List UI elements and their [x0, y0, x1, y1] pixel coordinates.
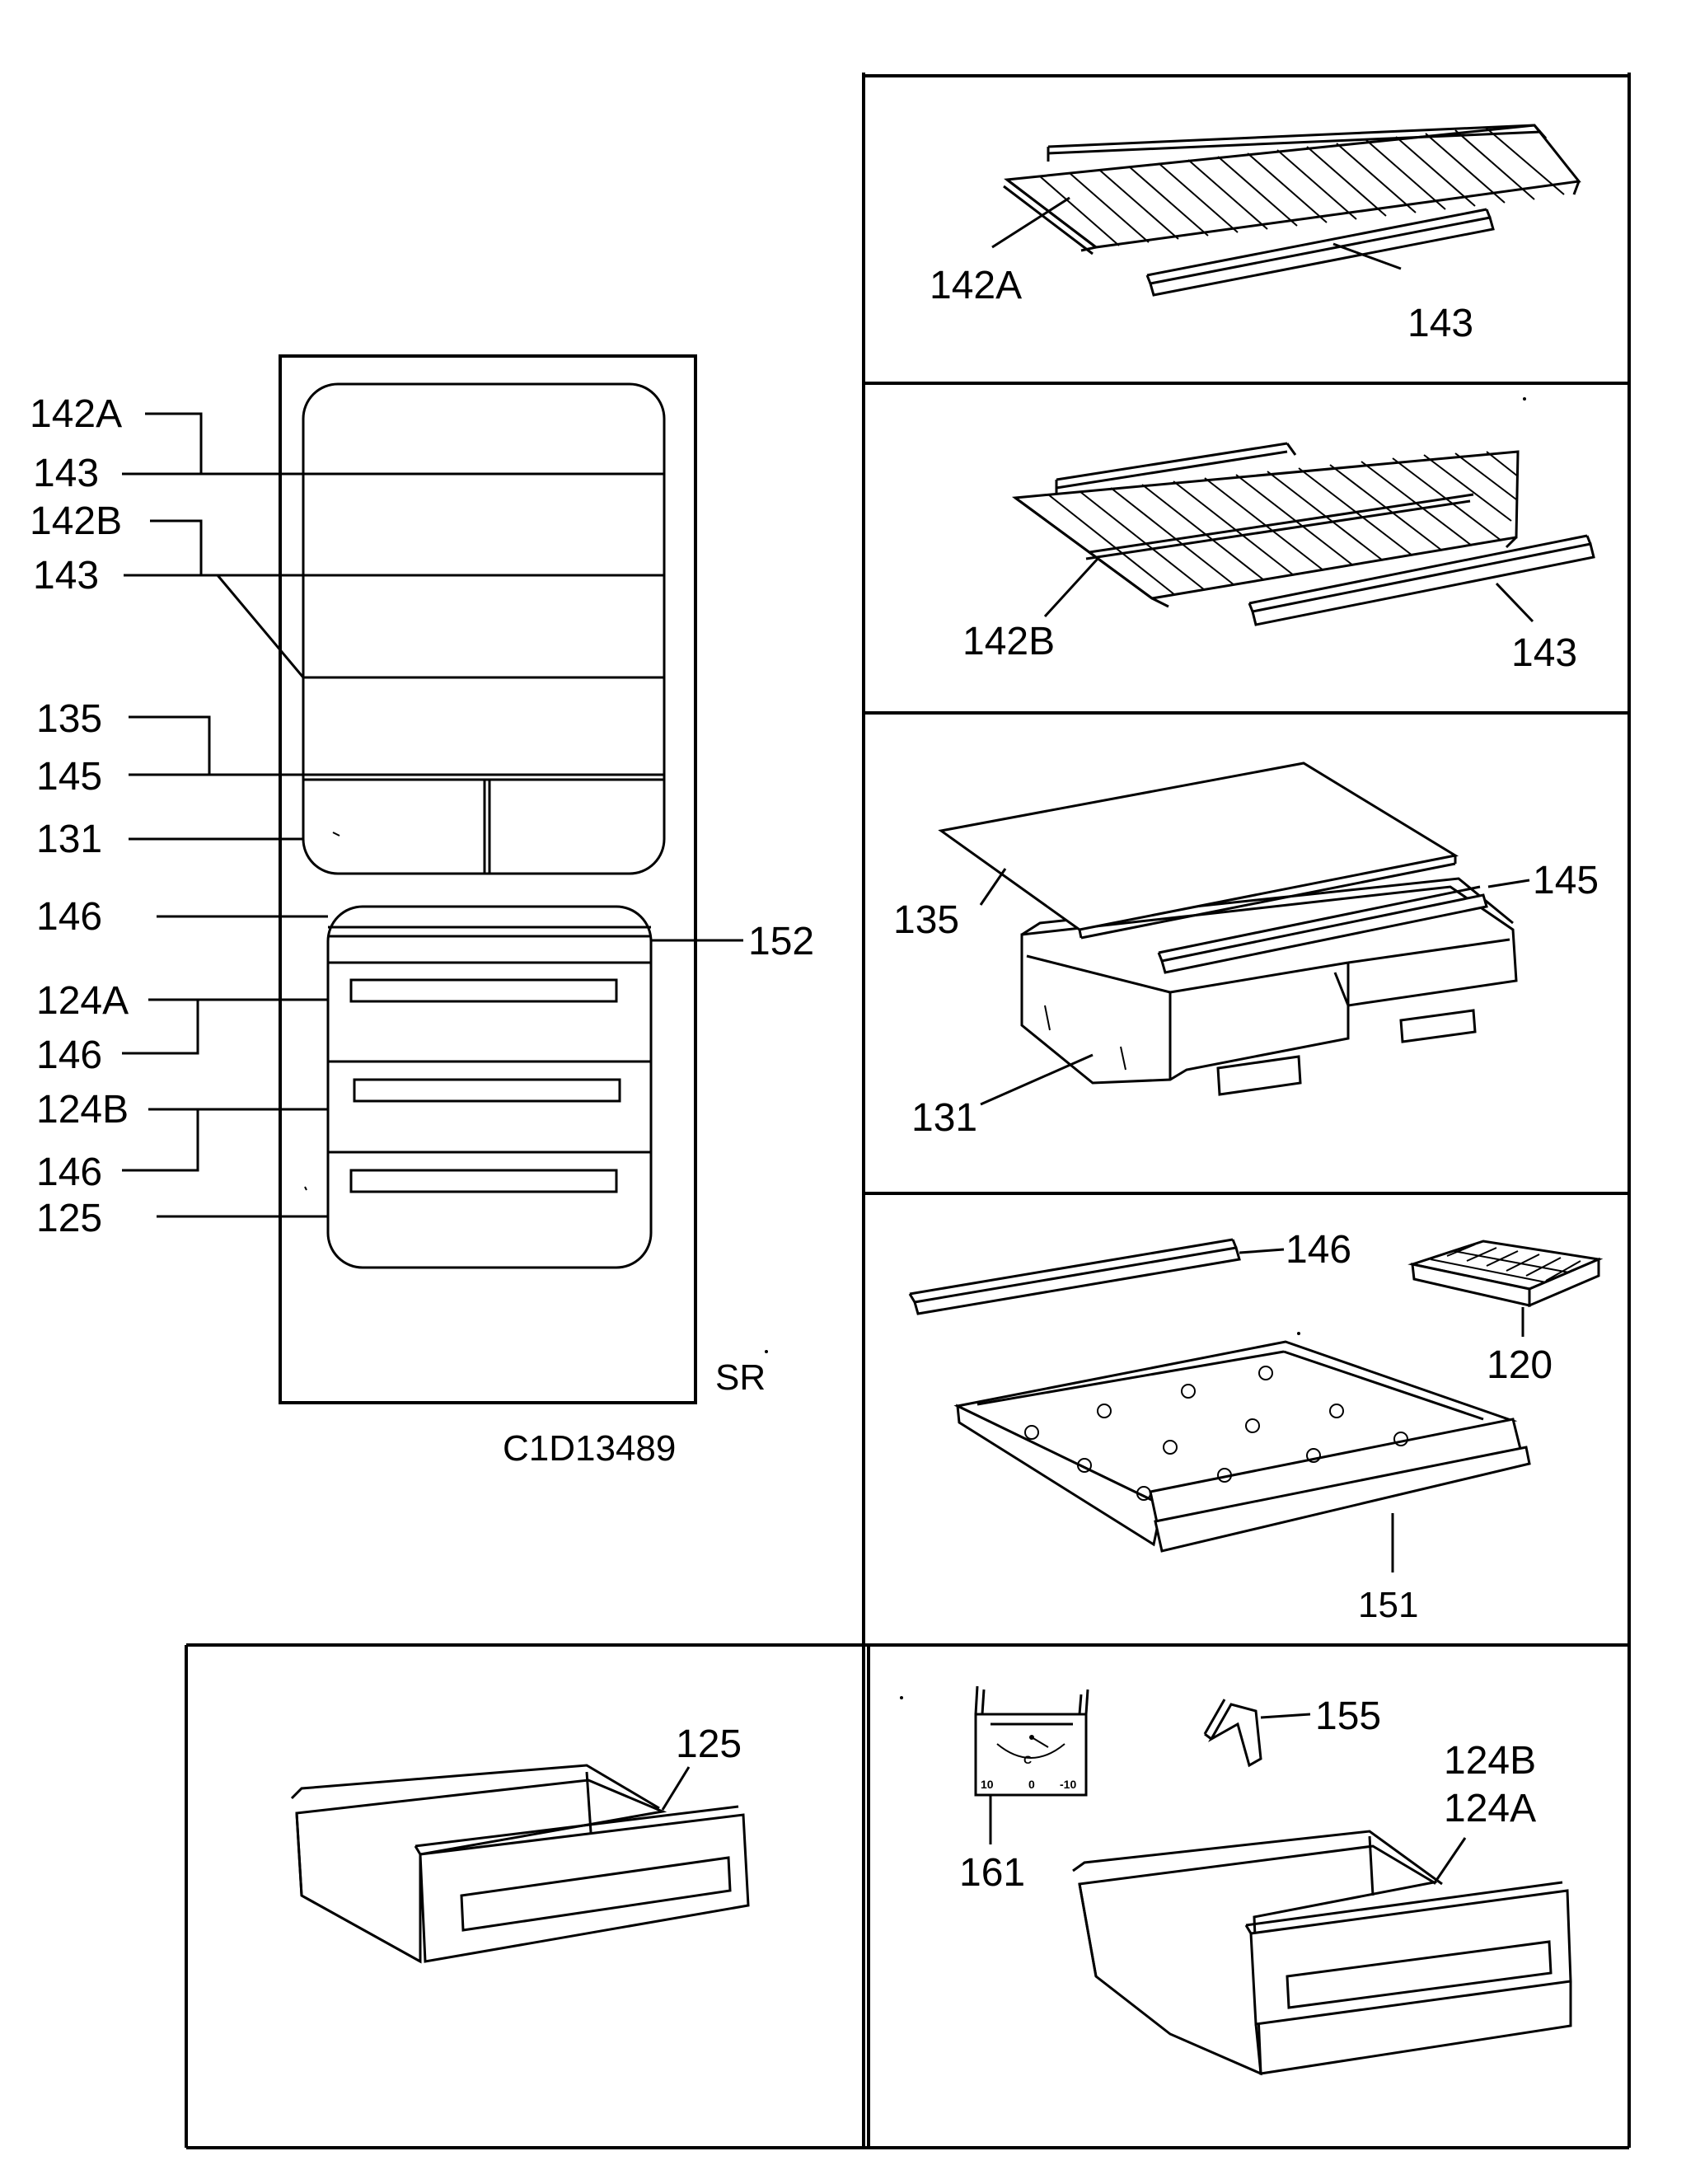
variant-code: SR [715, 1357, 766, 1398]
label-124a: 124A [1444, 1787, 1536, 1830]
label-146: 146 [36, 1033, 102, 1077]
label-142a: 142A [930, 264, 1022, 307]
label-152: 152 [748, 920, 814, 963]
label-143: 143 [33, 452, 99, 495]
drawing-code: C1D13489 [503, 1428, 676, 1469]
label-124b: 124B [36, 1088, 129, 1132]
overview-labels: 142A 143 142B 143 135 145 131 146 124A 1… [30, 392, 814, 1469]
drawer-handle [349, 1169, 618, 1193]
panel-drawer-124: C 10 0 -10 161 155 124B 124A [959, 1685, 1572, 2076]
freezer-tray-151 [953, 1340, 1531, 1553]
label-151: 151 [1358, 1585, 1418, 1625]
trim-strip-145 [1157, 885, 1488, 974]
label-146: 146 [1286, 1228, 1351, 1272]
label-135: 135 [893, 898, 959, 942]
label-124b: 124B [1444, 1739, 1536, 1783]
thermometer-scale-minus-10: -10 [1060, 1778, 1076, 1791]
label-125: 125 [676, 1722, 742, 1766]
label-155: 155 [1315, 1694, 1381, 1738]
label-142b: 142B [962, 620, 1055, 663]
label-143: 143 [1511, 631, 1577, 675]
label-142a: 142A [30, 392, 122, 436]
thermometer-scale-10: 10 [981, 1778, 994, 1791]
panel-crisper: 135 145 131 [893, 762, 1599, 1140]
trim-strip-143 [1145, 208, 1495, 297]
trim-strip-146 [908, 1238, 1241, 1315]
label-145: 145 [1533, 859, 1599, 902]
label-124a: 124A [36, 979, 129, 1023]
thermometer-161: C 10 0 -10 [974, 1685, 1089, 1797]
label-146: 146 [36, 1151, 102, 1194]
fridge-outline [279, 354, 697, 1404]
freezer-compartment [326, 905, 653, 1269]
label-143: 143 [33, 554, 99, 598]
panel-freezer-tray: 146 120 151 [908, 1228, 1604, 1625]
panel-frames [185, 73, 1631, 2149]
trim-strip-143 [1248, 534, 1595, 626]
label-135: 135 [36, 697, 102, 741]
drawer-124 [1072, 1830, 1572, 2076]
panel-shelf-142a: 142A 143 [930, 124, 1581, 345]
label-142b: 142B [30, 499, 122, 543]
clip-155 [1203, 1699, 1262, 1768]
label-131: 131 [911, 1096, 977, 1140]
glass-cover-135 [938, 762, 1459, 940]
label-146: 146 [36, 895, 102, 939]
crisper-bin-131 [1020, 877, 1518, 1096]
label-125: 125 [36, 1197, 102, 1240]
label-131: 131 [36, 818, 102, 861]
panel-drawer-125: 125 [290, 1722, 750, 1964]
wire-shelf-142b [1011, 442, 1520, 608]
panel-shelf-142b: 142B 143 [962, 442, 1595, 675]
drawer-handle [353, 1078, 621, 1103]
thermometer-body [974, 1713, 1088, 1797]
overview-leaders [122, 412, 743, 1218]
ice-cube-tray-120 [1407, 1240, 1604, 1308]
wire-shelf-142a [1003, 124, 1581, 255]
label-161: 161 [959, 1851, 1025, 1895]
thermometer-unit: C [1023, 1753, 1032, 1766]
scan-specks [765, 397, 1526, 1699]
label-143: 143 [1407, 302, 1473, 345]
label-145: 145 [36, 755, 102, 799]
thermometer-scale-0: 0 [1028, 1778, 1035, 1791]
fridge-overview: 142A 143 142B 143 135 145 131 146 124A 1… [30, 354, 814, 1469]
drawer-125 [290, 1764, 750, 1964]
drawer-handle [349, 978, 618, 1003]
label-120: 120 [1487, 1343, 1553, 1387]
